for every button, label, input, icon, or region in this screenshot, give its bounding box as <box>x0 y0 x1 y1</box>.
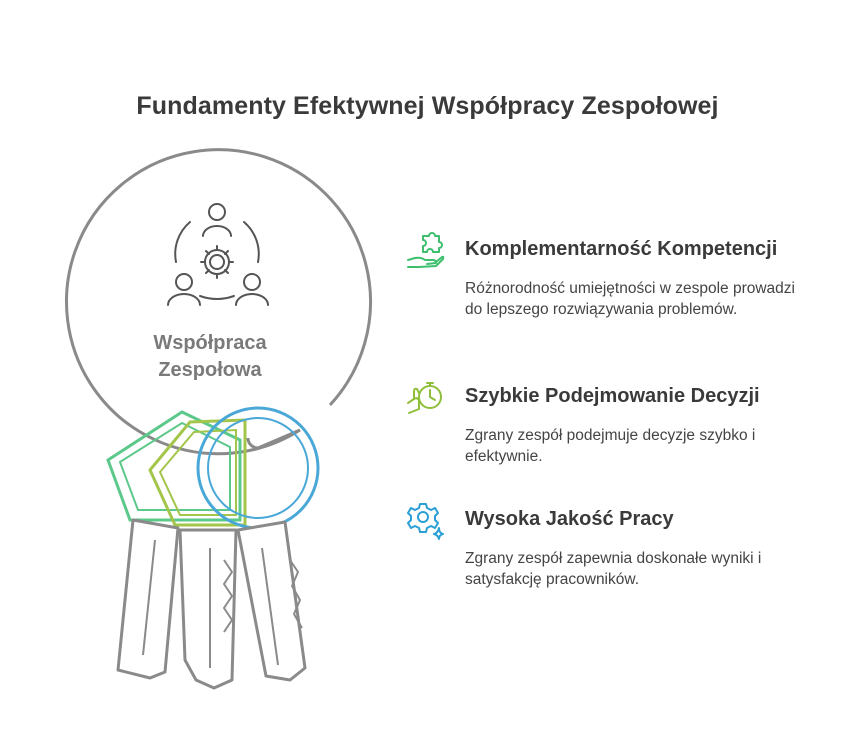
item-description: Zgrany zespół podejmuje decyzje szybko i… <box>465 427 756 465</box>
item-description: Różnorodność umiejętności w zespole prow… <box>465 280 795 318</box>
gear-sparkle-icon <box>407 503 444 540</box>
key-blade-right <box>236 520 307 682</box>
item-heading: Komplementarność Kompetencji <box>465 238 778 260</box>
lime-key-head <box>148 418 247 527</box>
key-ring <box>65 148 372 456</box>
team-gear-icon <box>167 203 269 306</box>
feature-item-decisions: Szybkie Podejmowanie Decyzji Zgrany zesp… <box>405 377 825 477</box>
item-heading: Szybkie Podejmowanie Decyzji <box>465 385 760 407</box>
key-blade-middle <box>178 528 238 690</box>
green-key-head <box>106 410 242 522</box>
page-title: Fundamenty Efektywnej Współpracy Zespoło… <box>136 92 719 120</box>
center-label-line2: Zespołowa <box>158 359 262 381</box>
center-label-line1: Współpraca <box>153 332 267 354</box>
key-heads <box>106 406 320 530</box>
stopwatch-hand-icon <box>407 382 442 414</box>
feature-item-competence: Komplementarność Kompetencji Różnorodnoś… <box>405 230 825 330</box>
blue-key-head <box>196 406 320 530</box>
center-label: Współpraca Zespołowa <box>130 330 290 384</box>
puzzle-hand-icon <box>407 232 445 268</box>
item-description: Zgrany zespół zapewnia doskonałe wyniki … <box>465 550 762 588</box>
key-blades <box>116 518 307 690</box>
item-heading: Wysoka Jakość Pracy <box>465 508 674 530</box>
feature-item-quality: Wysoka Jakość Pracy Zgrany zespół zapewn… <box>405 500 825 600</box>
